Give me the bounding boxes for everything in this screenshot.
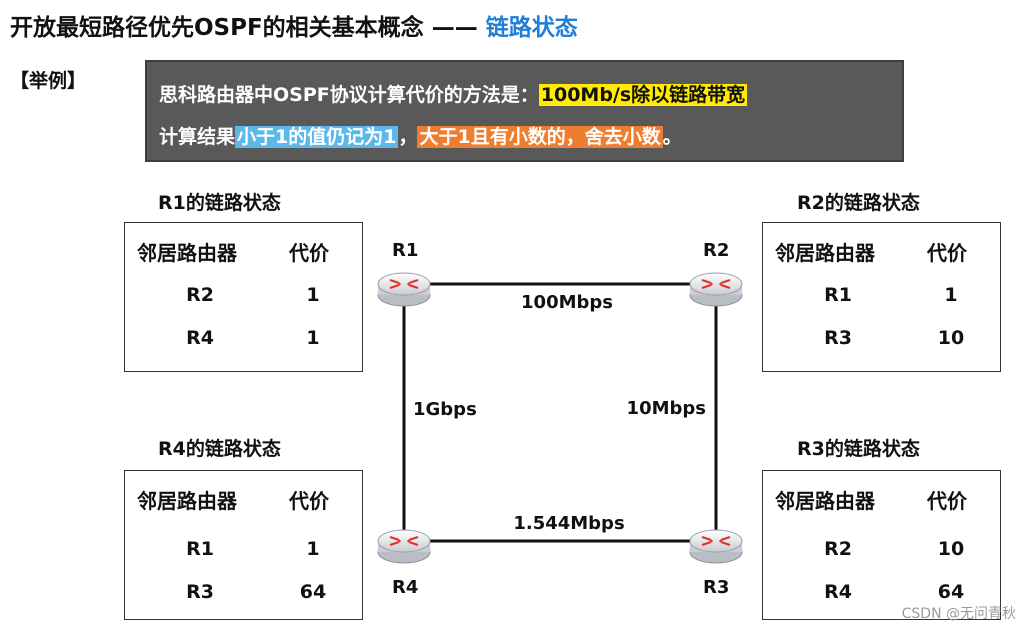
info-highlight-orange: 大于1且有小数的，舍去小数	[417, 126, 663, 148]
link-r4-r3-label: 1.544Mbps	[513, 513, 624, 534]
r3-row-2-neighbor: R4	[824, 581, 852, 603]
info-line-2: 计算结果小于1的值仍记为1，大于1且有小数的，舍去小数。	[159, 122, 682, 149]
info-highlight-yellow: 100Mb/s除以链路带宽	[538, 84, 748, 106]
r1-row-1-cost: 1	[306, 284, 320, 306]
r2-header-cost: 代价	[927, 241, 967, 265]
router-r2-label: R2	[703, 240, 729, 261]
r1-header-neighbor: 邻居路由器	[137, 241, 237, 265]
r2-header-neighbor: 邻居路由器	[775, 241, 875, 265]
router-r4-label: R4	[392, 577, 418, 598]
page-title-accent: 链路状态	[485, 15, 578, 41]
r4-row-1-cost: 1	[306, 538, 320, 560]
page-title-main: 开放最短路径优先OSPF的相关基本概念 ——	[10, 15, 486, 41]
info-line-1-text: 思科路由器中OSPF协议计算代价的方法是：	[159, 84, 539, 106]
r2-table-caption: R2的链路状态	[797, 192, 920, 214]
r2-row-1-cost: 1	[944, 284, 958, 306]
link-r1-r2-label: 100Mbps	[521, 292, 613, 313]
info-highlight-blue: 小于1的值仍记为1	[235, 126, 399, 148]
r1-link-state-table: 邻居路由器 代价 R2 1 R4 1	[124, 222, 363, 372]
link-r2-r3-label: 10Mbps	[627, 398, 706, 419]
info-line-2-text: 计算结果	[159, 126, 236, 148]
r2-row-2-neighbor: R3	[824, 327, 852, 349]
example-label: 【举例】	[10, 70, 87, 92]
r4-header-neighbor: 邻居路由器	[137, 489, 237, 513]
r2-row-2-cost: 10	[937, 327, 965, 349]
r1-row-2-cost: 1	[306, 327, 320, 349]
r3-row-1-cost: 10	[937, 538, 965, 560]
router-r2-icon	[688, 271, 744, 308]
watermark: CSDN @无问青秋	[901, 606, 1016, 622]
info-line-1: 思科路由器中OSPF协议计算代价的方法是：100Mb/s除以链路带宽	[159, 80, 748, 107]
r3-row-2-cost: 64	[937, 581, 965, 603]
info-line-2-end: 。	[662, 126, 682, 148]
router-r1-icon	[376, 271, 432, 308]
r2-row-1-neighbor: R1	[824, 284, 852, 306]
r1-table-caption: R1的链路状态	[158, 192, 281, 214]
info-box: 思科路由器中OSPF协议计算代价的方法是：100Mb/s除以链路带宽 计算结果小…	[145, 60, 904, 162]
link-r1-r4-label: 1Gbps	[413, 399, 477, 420]
r4-row-1-neighbor: R1	[186, 538, 214, 560]
r2-link-state-table: 邻居路由器 代价 R1 1 R3 10	[762, 222, 1001, 372]
router-r3-icon	[688, 528, 744, 565]
r1-header-cost: 代价	[289, 241, 329, 265]
r1-row-2-neighbor: R4	[186, 327, 214, 349]
r3-header-neighbor: 邻居路由器	[775, 489, 875, 513]
r1-row-1-neighbor: R2	[186, 284, 214, 306]
router-r4-icon	[376, 528, 432, 565]
page-title: 开放最短路径优先OSPF的相关基本概念 —— 链路状态	[10, 8, 578, 42]
r3-link-state-table: 邻居路由器 代价 R2 10 R4 64	[762, 470, 1001, 620]
r4-row-2-neighbor: R3	[186, 581, 214, 603]
r4-link-state-table: 邻居路由器 代价 R1 1 R3 64	[124, 470, 363, 620]
r3-table-caption: R3的链路状态	[797, 438, 920, 460]
router-r1-label: R1	[392, 240, 418, 261]
r3-header-cost: 代价	[927, 489, 967, 513]
info-line-2-sep: ，	[398, 126, 418, 148]
r3-row-1-neighbor: R2	[824, 538, 852, 560]
router-r3-label: R3	[703, 577, 729, 598]
r4-row-2-cost: 64	[299, 581, 327, 603]
r4-header-cost: 代价	[289, 489, 329, 513]
r4-table-caption: R4的链路状态	[158, 438, 281, 460]
